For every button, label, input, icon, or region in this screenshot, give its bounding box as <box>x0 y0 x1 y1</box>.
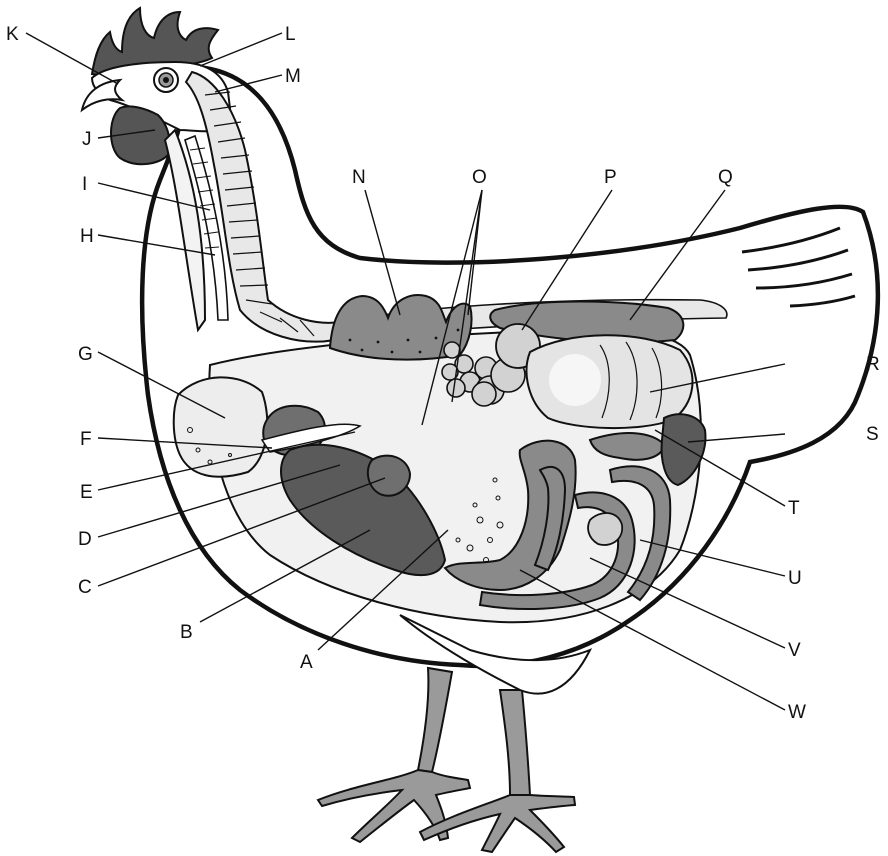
label-c: C <box>78 577 92 598</box>
right-leg <box>500 690 530 795</box>
label-w: W <box>788 702 806 723</box>
label-k: K <box>6 24 19 45</box>
label-g: G <box>78 344 93 365</box>
eye <box>154 68 178 92</box>
label-d: D <box>78 529 92 550</box>
label-f: F <box>80 429 92 450</box>
gizzard <box>368 456 410 496</box>
label-u: U <box>788 568 802 589</box>
label-i: I <box>82 174 87 195</box>
left-leg <box>418 668 452 772</box>
label-n: N <box>352 167 366 188</box>
label-t: T <box>788 498 800 519</box>
label-l: L <box>285 24 296 45</box>
label-r: R <box>866 354 880 375</box>
label-e: E <box>80 482 93 503</box>
label-m: M <box>285 66 301 87</box>
cecum <box>588 513 622 545</box>
label-v: V <box>788 640 801 661</box>
label-p: P <box>604 167 617 188</box>
label-o: O <box>472 167 487 188</box>
right-foot <box>420 795 575 852</box>
label-a: A <box>300 652 313 673</box>
label-q: Q <box>718 167 733 188</box>
label-j: J <box>82 129 92 150</box>
beak <box>82 80 122 110</box>
legs <box>318 668 575 852</box>
label-s: S <box>866 424 879 445</box>
label-h: H <box>80 226 94 247</box>
oviduct-highlight <box>549 354 601 406</box>
label-b: B <box>180 622 193 643</box>
